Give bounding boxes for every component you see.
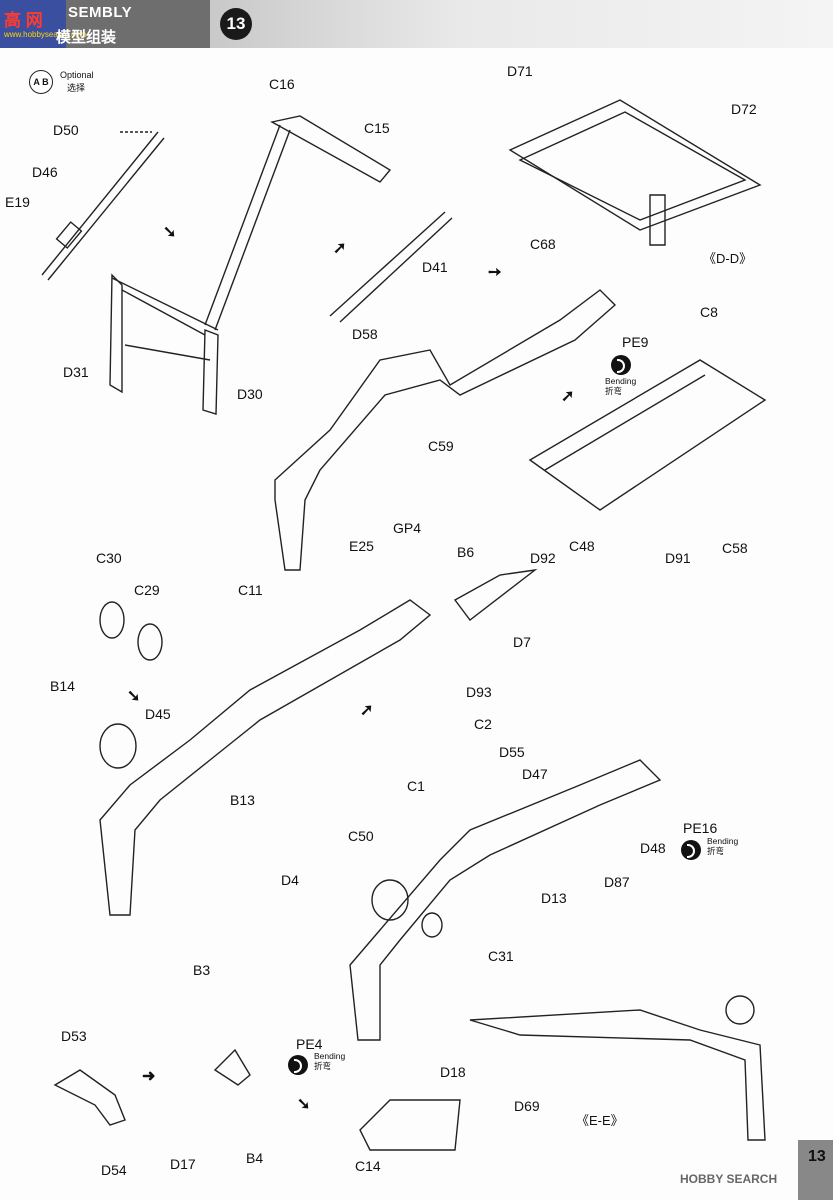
bending-label-cn: 折弯: [605, 386, 623, 396]
part-label: PE4: [296, 1036, 323, 1052]
part-label: C30: [96, 550, 122, 566]
part-label: D71: [507, 63, 533, 79]
optional-ab-icon: A B: [29, 70, 53, 94]
bending-label-en: Bending: [707, 836, 739, 846]
part-label: D54: [101, 1162, 127, 1178]
part-label: C59: [428, 438, 454, 454]
bending-label-cn: 折弯: [314, 1061, 332, 1071]
part-label: GP4: [393, 520, 422, 536]
bending-label-cn: 折弯: [707, 846, 725, 856]
view-dd-frame: [508, 99, 762, 246]
header-title: SEMBLY: [68, 4, 133, 21]
site-url: www.hobbysearch.com: [4, 30, 87, 39]
part-label: D30: [237, 386, 263, 402]
part-label: D55: [499, 744, 525, 760]
direction-arrow-icon: ➘: [163, 224, 177, 241]
part-label: D69: [514, 1098, 540, 1114]
boom-assembly-middle: [99, 568, 538, 916]
bending-icon: [288, 1055, 308, 1075]
part-label: D18: [440, 1064, 466, 1080]
part-label: D72: [731, 101, 757, 117]
bending-label-en: Bending: [605, 376, 637, 386]
part-label: C58: [722, 540, 748, 556]
part-label: D47: [522, 766, 548, 782]
step-number-badge: 13: [220, 8, 252, 40]
part-label: C48: [569, 538, 595, 554]
part-label: C2: [474, 716, 492, 732]
part-label: D91: [665, 550, 691, 566]
part-label: D93: [466, 684, 492, 700]
view-ee-label: 《E-E》: [576, 1113, 624, 1128]
part-label: C14: [355, 1158, 381, 1174]
part-label: PE16: [683, 820, 718, 836]
direction-arrow-icon: ➜: [142, 1068, 156, 1085]
part-label: D31: [63, 364, 89, 380]
view-dd-label: 《D-D》: [703, 251, 753, 266]
part-label: B6: [457, 544, 475, 560]
part-label: D46: [32, 164, 58, 180]
site-logo: 高 网 www.hobbysearch.com: [0, 0, 86, 48]
header-subtitle: 模型组装: [56, 29, 117, 46]
part-label: D17: [170, 1156, 196, 1172]
part-label: C50: [348, 828, 374, 844]
part-label: D7: [513, 634, 531, 650]
bending-icon: [681, 840, 701, 860]
part-label: E19: [5, 194, 30, 210]
direction-arrow-icon: ➚: [561, 388, 575, 405]
cylinder-d41: [329, 211, 453, 323]
watermark: HOBBY SEARCH: [680, 1172, 778, 1186]
part-label: D48: [640, 840, 666, 856]
site-logo-text: 高 网: [4, 11, 43, 30]
page-number: 13: [798, 1140, 833, 1200]
strut-assembly-left: [41, 131, 165, 281]
part-label: D45: [145, 706, 171, 722]
direction-arrow-icon: ➙: [488, 264, 502, 281]
frame-assembly: [109, 115, 392, 415]
part-label: D92: [530, 550, 556, 566]
part-label: C8: [700, 304, 718, 320]
boom-assembly-top: [274, 289, 767, 571]
part-label: D13: [541, 890, 567, 906]
part-label: C68: [530, 236, 556, 252]
bending-icon: [611, 355, 631, 375]
part-label: C31: [488, 948, 514, 964]
part-label: D58: [352, 326, 378, 342]
part-label: C1: [407, 778, 425, 794]
part-label: E25: [349, 538, 374, 554]
optional-label-en: Optional: [60, 70, 94, 80]
part-label: B4: [246, 1150, 264, 1166]
optional-label-cn: 选择: [67, 83, 86, 93]
part-label: C11: [238, 582, 263, 598]
direction-arrow-icon: ➚: [360, 702, 374, 719]
part-label: D53: [61, 1028, 87, 1044]
small-parts-bottom: [53, 1048, 461, 1151]
part-label: D87: [604, 874, 630, 890]
view-ee-boom: [469, 995, 766, 1141]
part-label: B3: [193, 962, 211, 978]
direction-arrow-icon: ➚: [333, 240, 347, 257]
bending-label-en: Bending: [314, 1051, 346, 1061]
part-label: D50: [53, 122, 79, 138]
part-label: C29: [134, 582, 160, 598]
direction-arrow-icon: ➘: [127, 688, 141, 705]
part-label: C15: [364, 120, 390, 136]
part-label: D41: [422, 259, 448, 275]
part-label: B13: [230, 792, 255, 808]
part-label: PE9: [622, 334, 649, 350]
part-label: C16: [269, 76, 295, 92]
boom-assembly-bottom: [349, 759, 662, 1041]
header-gradient: [210, 0, 833, 48]
part-label: D4: [281, 872, 299, 888]
direction-arrow-icon: ➘: [297, 1096, 311, 1113]
part-label: B14: [50, 678, 75, 694]
